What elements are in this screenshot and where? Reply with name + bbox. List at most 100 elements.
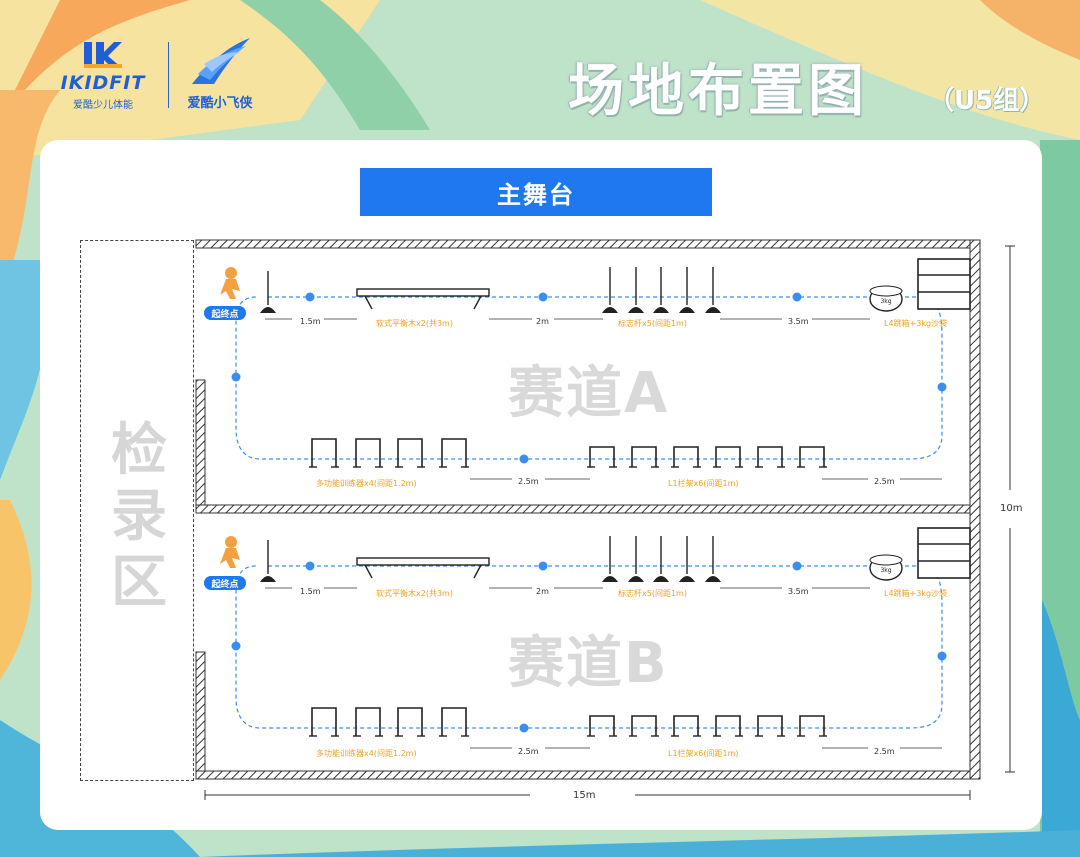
lane-b-start-tag: 起终点 — [204, 576, 246, 590]
wall-top — [195, 239, 971, 249]
lane-b-title: 赛道B — [508, 631, 669, 696]
direction-arrow-icon — [231, 372, 241, 382]
direction-arrow-icon — [305, 292, 315, 302]
hurdle — [755, 715, 785, 737]
hurdle — [755, 446, 785, 468]
lane-a-d3: 3.5m — [788, 317, 809, 326]
page-title: 场地布置图 — [568, 59, 868, 124]
runner-icon — [220, 536, 240, 568]
direction-arrow-icon — [937, 382, 947, 392]
brand-sub: 爱酷少儿体能 — [73, 100, 133, 111]
hurdle — [797, 446, 827, 468]
marker-pole — [705, 267, 721, 313]
marker-pole — [628, 536, 644, 582]
sandbag-icon: 3kg — [869, 285, 903, 312]
wall-left-b — [195, 651, 206, 772]
wall-left-a — [195, 379, 206, 506]
lane-a-beam-label: 软式平衡木x2(共3m) — [376, 319, 453, 328]
overall-width-label: 15m — [573, 790, 596, 801]
multi-trainer — [353, 707, 383, 737]
hurdle — [713, 446, 743, 468]
direction-arrow-icon — [792, 292, 802, 302]
lane-a-box-label: L4跳箱+3kg沙袋 — [884, 319, 948, 328]
jump-box — [917, 527, 971, 579]
balance-beam — [356, 288, 490, 310]
hurdle — [713, 715, 743, 737]
direction-arrow-icon — [519, 454, 529, 464]
hurdle — [671, 446, 701, 468]
wall-bottom — [195, 770, 971, 780]
marker-pole — [653, 267, 669, 313]
height-dimension — [1005, 245, 1015, 773]
hurdle — [629, 446, 659, 468]
hurdle — [629, 715, 659, 737]
direction-arrow-icon — [305, 561, 315, 571]
direction-arrow-icon — [538, 561, 548, 571]
multi-trainer — [395, 707, 425, 737]
marker-pole — [602, 536, 618, 582]
marker-pole — [679, 267, 695, 313]
lane-a-d4: 2.5m — [518, 477, 539, 486]
lane-a-start-tag: 起终点 — [204, 306, 246, 320]
hurdle — [587, 715, 617, 737]
direction-arrow-icon — [231, 641, 241, 651]
marker-pole — [653, 536, 669, 582]
checkin-area — [80, 240, 194, 781]
hurdle — [671, 715, 701, 737]
hurdle — [797, 715, 827, 737]
multi-trainer — [439, 707, 469, 737]
overall-height-label: 10m — [1000, 503, 1023, 514]
start-marker-pole — [260, 540, 276, 582]
direction-arrow-icon — [937, 651, 947, 661]
lane-b-d3: 3.5m — [788, 587, 809, 596]
sandbag-icon: 3kg — [869, 554, 903, 581]
lane-b-d5: 2.5m — [874, 747, 895, 756]
width-dimension — [204, 790, 971, 800]
lane-b-box-label: L4跳箱+3kg沙袋 — [884, 589, 948, 598]
wall-right — [969, 239, 981, 780]
sandbag-weight: 3kg — [880, 567, 891, 574]
marker-pole — [705, 536, 721, 582]
direction-arrow-icon — [538, 292, 548, 302]
lane-b-d2: 2m — [536, 587, 549, 596]
runner-icon — [220, 267, 240, 299]
checkin-label: 检录区 — [111, 418, 167, 615]
ik-logo-icon — [84, 42, 122, 68]
hurdle — [587, 446, 617, 468]
lane-b-trainers-label: 多功能训练器x4(间距1.2m) — [316, 749, 417, 758]
sandbag-weight: 3kg — [880, 298, 891, 305]
multi-trainer — [395, 438, 425, 468]
multi-trainer — [309, 438, 339, 468]
lane-a-hurdles-label: L1栏架x6(间距1m) — [668, 479, 739, 488]
partner-logo: 爱酷小飞侠 — [180, 34, 260, 111]
lane-b-d4: 2.5m — [518, 747, 539, 756]
ikidfit-logo: IKIDFIT 爱酷少儿体能 — [48, 38, 158, 112]
partner-name: 爱酷小飞侠 — [187, 96, 253, 111]
balance-beam — [356, 557, 490, 579]
lane-a-d2: 2m — [536, 317, 549, 326]
main-stage-banner: 主舞台 — [360, 168, 712, 216]
lane-a-title: 赛道A — [508, 361, 670, 426]
logo-divider — [168, 42, 169, 108]
direction-arrow-icon — [519, 723, 529, 733]
layout-card — [40, 140, 1042, 830]
marker-pole — [628, 267, 644, 313]
page-subtitle: （U5组） — [928, 86, 1046, 116]
lane-b-hurdles-label: L1栏架x6(间距1m) — [668, 749, 739, 758]
direction-arrow-icon — [792, 561, 802, 571]
lane-a-trainers-label: 多功能训练器x4(间距1.2m) — [316, 479, 417, 488]
multi-trainer — [309, 707, 339, 737]
lane-a-d1: 1.5m — [300, 317, 321, 326]
wing-logo-icon — [192, 38, 250, 84]
marker-pole — [602, 267, 618, 313]
marker-pole — [679, 536, 695, 582]
lane-a-poles-label: 标志杆x5(间距1m) — [618, 319, 687, 328]
wall-middle — [195, 504, 971, 514]
start-marker-pole — [260, 271, 276, 313]
lane-b-poles-label: 标志杆x5(间距1m) — [618, 589, 687, 598]
lane-b-beam-label: 软式平衡木x2(共3m) — [376, 589, 453, 598]
jump-box — [917, 258, 971, 310]
lane-a-d5: 2.5m — [874, 477, 895, 486]
multi-trainer — [439, 438, 469, 468]
lane-b-drawing: 3kg — [220, 527, 971, 749]
